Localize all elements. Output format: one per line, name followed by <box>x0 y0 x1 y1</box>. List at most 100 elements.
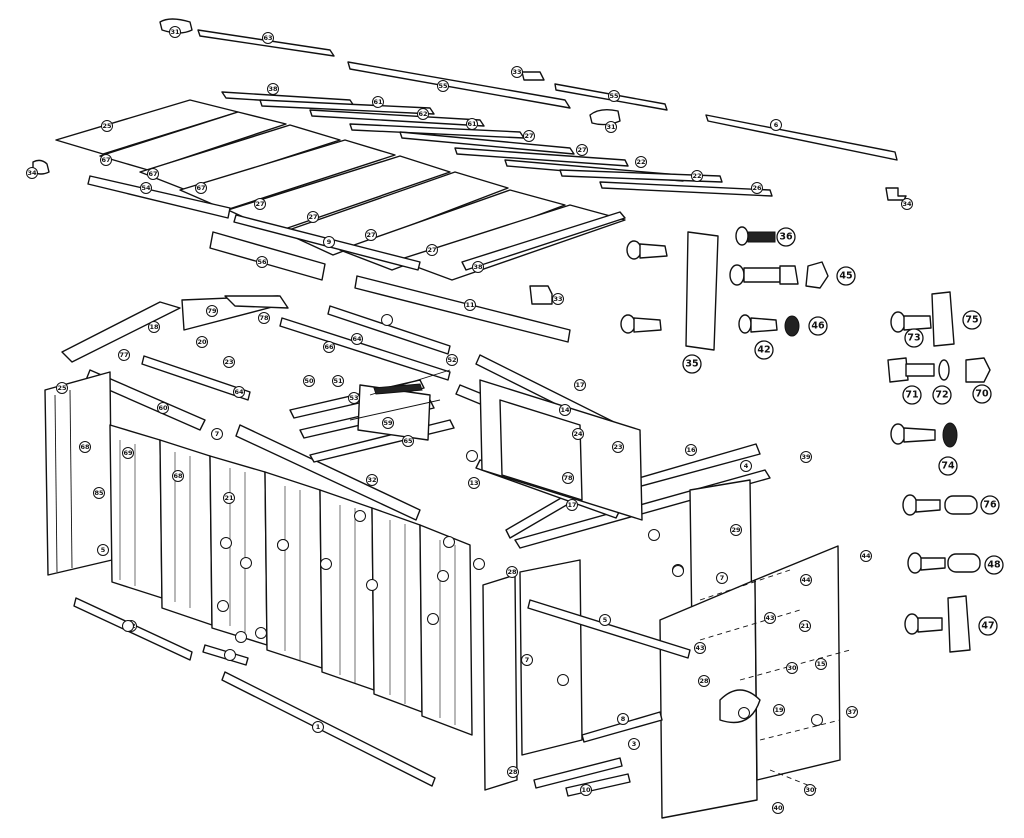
callout-label: 71 <box>905 390 918 401</box>
callout-label: 67 <box>101 156 110 164</box>
callout-part-76: 76 <box>980 495 1000 515</box>
block-33 <box>529 285 553 305</box>
callout-label: 37 <box>847 708 856 716</box>
callout-label: 34 <box>27 169 37 177</box>
callout-label: 30 <box>787 664 797 672</box>
callout-part-65: 65 <box>402 435 414 447</box>
callout-label: 28 <box>699 677 709 685</box>
callout-label: 61 <box>467 120 477 128</box>
wall-panel-68a <box>109 424 163 599</box>
roof-panel-67a <box>99 111 287 171</box>
callout-part-27: 27 <box>576 144 588 156</box>
callout-part-64: 64 <box>233 386 245 398</box>
callout-label: 27 <box>577 146 586 154</box>
bolt-47-assembly <box>904 595 971 653</box>
callout-part-undefined <box>672 565 684 577</box>
center-brace <box>357 384 431 441</box>
callout-part-4: 4 <box>740 460 752 472</box>
purlin-27b <box>454 147 629 167</box>
callout-label: 67 <box>196 184 205 192</box>
callout-part-7: 7 <box>716 572 728 584</box>
purlin-26 <box>599 181 773 197</box>
ridge-cap-55 <box>347 61 571 109</box>
callout-part-19: 19 <box>773 704 785 716</box>
callout-label: 22 <box>636 158 645 166</box>
callout-part-48: 48 <box>984 555 1004 575</box>
callout-part-undefined <box>224 649 236 661</box>
callout-part-32: 32 <box>366 474 378 486</box>
callout-label: 76 <box>983 500 997 511</box>
bolt-74-assembly <box>890 422 958 448</box>
callout-part-52: 52 <box>446 354 458 366</box>
callout-label: 25 <box>102 122 112 130</box>
purlin-27 <box>399 131 575 155</box>
callout-label: 48 <box>987 560 1001 571</box>
callout-part-26: 26 <box>751 182 763 194</box>
callout-part-68: 68 <box>79 441 91 453</box>
callout-part-undefined <box>437 570 449 582</box>
callout-part-20: 20 <box>196 336 208 348</box>
callout-part-25: 25 <box>56 382 68 394</box>
callout-part-undefined <box>220 537 232 549</box>
callout-part-44: 44 <box>860 550 872 562</box>
callout-label: 28 <box>507 568 517 576</box>
clip-33-top <box>521 71 545 81</box>
callout-part-67: 67 <box>100 154 112 166</box>
roof-panel-27b <box>282 171 509 256</box>
beam-68 <box>279 317 451 381</box>
callout-label: 74 <box>941 461 955 472</box>
callout-part-77: 77 <box>118 349 130 361</box>
callout-label: 24 <box>573 430 583 438</box>
wall-assembly <box>44 371 851 819</box>
callout-part-37: 37 <box>846 706 858 718</box>
floor-rail-1 <box>221 671 436 787</box>
callout-part-45: 45 <box>836 266 856 286</box>
callout-label: 54 <box>141 184 151 192</box>
callout-label: 17 <box>575 381 584 389</box>
callout-label: 31 <box>606 123 616 131</box>
callout-label: 3 <box>632 740 637 748</box>
callout-part-1: 1 <box>312 721 324 733</box>
clip-31b <box>589 108 621 126</box>
callout-part-75: 75 <box>962 310 982 330</box>
callout-part-5: 5 <box>599 614 611 626</box>
callout-label: 7 <box>215 430 220 438</box>
callout-part-71: 71 <box>902 385 922 405</box>
callout-part-55: 55 <box>437 80 449 92</box>
callout-label: 62 <box>418 110 427 118</box>
callout-part-30: 30 <box>804 784 816 796</box>
callout-part-61: 61 <box>466 118 478 130</box>
callout-part-55: 55 <box>608 90 620 102</box>
purlin-22b <box>559 169 723 183</box>
wall-panel-68b <box>209 455 268 646</box>
callout-label: 28 <box>508 768 518 776</box>
callout-part-34: 34 <box>26 167 38 179</box>
callout-part-31: 31 <box>605 121 617 133</box>
callout-part-79: 79 <box>206 305 218 317</box>
callout-label: 30 <box>805 786 815 794</box>
beam-60 <box>141 355 251 401</box>
bolt-71-assembly <box>887 357 991 383</box>
beam-64 <box>327 305 451 355</box>
callout-label: 56 <box>257 258 267 266</box>
callout-label: 78 <box>259 314 269 322</box>
callout-part-11: 11 <box>464 299 476 311</box>
callout-part-36: 36 <box>776 227 796 247</box>
callout-part-6: 6 <box>770 119 782 131</box>
callout-label: 27 <box>427 246 436 254</box>
callout-part-23: 23 <box>223 356 235 368</box>
callout-part-59: 59 <box>382 417 394 429</box>
callout-part-undefined <box>557 674 569 686</box>
rail-6 <box>705 114 898 161</box>
callout-label: 44 <box>801 576 811 584</box>
callout-part-42: 42 <box>754 340 774 360</box>
callout-part-undefined <box>320 558 332 570</box>
bolt-76-assembly <box>902 494 978 516</box>
callout-part-43: 43 <box>764 612 776 624</box>
callout-label: 1 <box>316 723 321 731</box>
corner-post-28 <box>482 574 518 791</box>
callout-part-47: 47 <box>978 616 998 636</box>
callout-label: 55 <box>438 82 448 90</box>
callout-part-70: 70 <box>972 384 992 404</box>
